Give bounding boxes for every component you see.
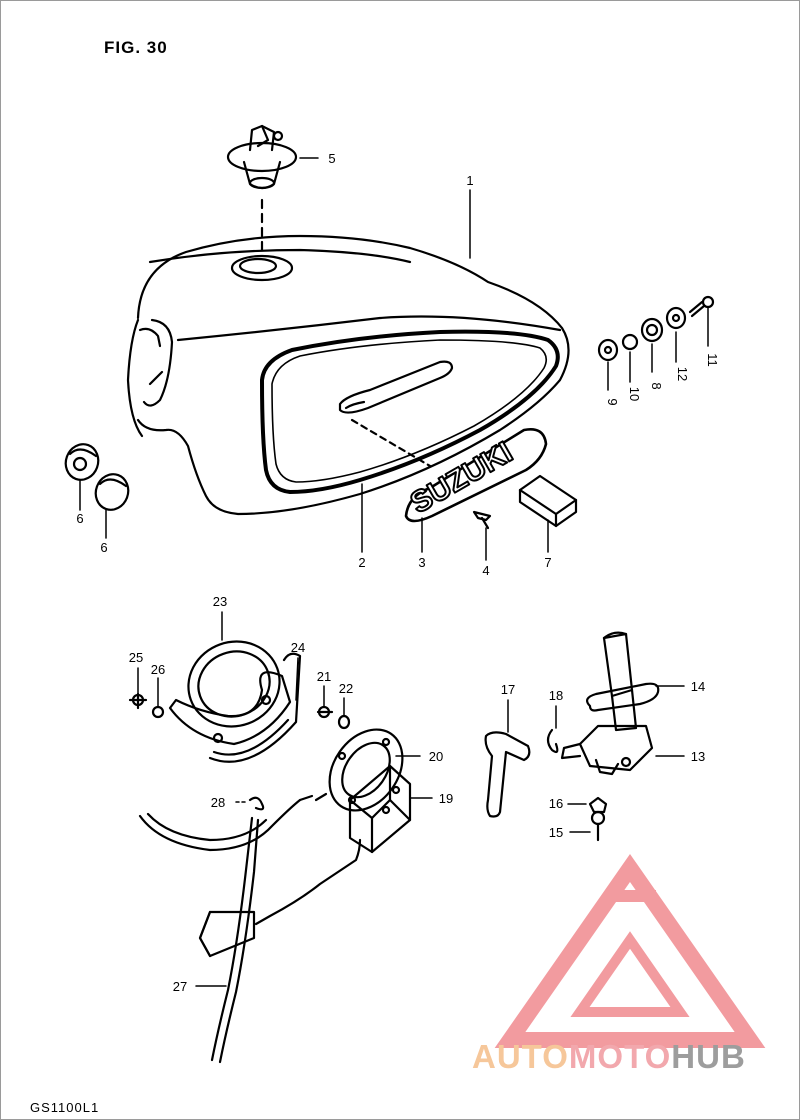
float-arm (210, 816, 260, 1064)
part-number-labels: 1 2 3 4 5 6 6 7 8 9 10 11 12 13 14 15 16… (76, 151, 720, 994)
watermark-auto: AUTO (472, 1038, 569, 1075)
part-label-14: 14 (691, 679, 705, 694)
part-label-26: 26 (151, 662, 165, 677)
tank-cushion (518, 474, 578, 528)
wire-clip (248, 796, 265, 811)
part-label-11: 11 (705, 353, 720, 367)
fuel-tank (126, 234, 570, 516)
emblem-text: SUZUKI (405, 436, 518, 520)
part-label-17: 17 (501, 682, 515, 697)
part-label-12: 12 (675, 367, 690, 381)
part-label-6a: 6 (76, 511, 83, 526)
part-label-21: 21 (317, 669, 331, 684)
washer-22 (337, 714, 351, 730)
part-label-15: 15 (549, 825, 563, 840)
hose-clamp (546, 728, 559, 754)
part-label-24: 24 (291, 640, 305, 655)
mounting-bolt-kit (597, 295, 715, 362)
part-label-22: 22 (339, 681, 353, 696)
part-label-7: 7 (544, 555, 551, 570)
part-label-18: 18 (549, 688, 563, 703)
fuel-hose (484, 731, 531, 818)
fuel-cock-assembly (560, 631, 660, 776)
watermark-hub: HUB (671, 1038, 746, 1075)
watermark-logo-icon (494, 854, 766, 1048)
part-label-3: 3 (418, 555, 425, 570)
part-label-10: 10 (627, 387, 642, 401)
part-label-27: 27 (173, 979, 187, 994)
part-label-28: 28 (211, 795, 225, 810)
front-cushion-b (94, 473, 130, 511)
sender-gasket (328, 728, 404, 812)
screw-15 (590, 810, 606, 842)
nut-16 (588, 796, 608, 814)
screw-21 (316, 705, 334, 719)
part-label-25: 25 (129, 650, 143, 665)
part-label-1: 1 (466, 173, 473, 188)
fuel-level-sender (348, 764, 412, 854)
fuel-cap (226, 124, 298, 254)
part-label-23: 23 (213, 594, 227, 609)
part-label-13: 13 (691, 749, 705, 764)
part-label-2: 2 (358, 555, 365, 570)
model-code: GS1100L1 (30, 1100, 100, 1115)
emblem-screw (472, 510, 492, 530)
screw-25 (128, 692, 148, 710)
fuel-sender-wiring (138, 792, 362, 958)
leader-lines (79, 157, 709, 987)
washer-26 (151, 705, 165, 719)
watermark-brand: AUTOMOTOHUB (472, 1038, 746, 1076)
part-label-6b: 6 (100, 540, 107, 555)
part-label-4: 4 (482, 563, 489, 578)
front-cushion-a (64, 443, 100, 481)
part-label-5: 5 (328, 151, 335, 166)
figure-title: FIG. 30 (104, 38, 168, 57)
watermark-moto: MOTO (568, 1038, 672, 1075)
part-label-8: 8 (649, 382, 664, 389)
part-label-20: 20 (429, 749, 443, 764)
part-label-16: 16 (549, 796, 563, 811)
part-label-9: 9 (605, 398, 620, 405)
part-label-19: 19 (439, 791, 453, 806)
fuel-level-gauge-plate (168, 652, 302, 763)
